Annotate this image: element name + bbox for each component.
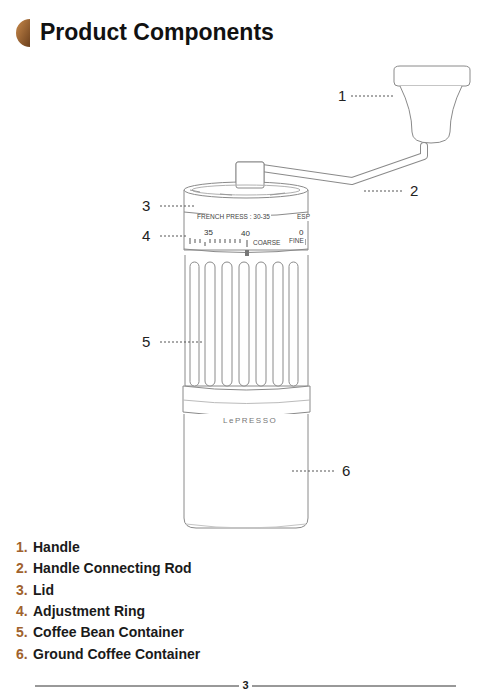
list-number: 5. bbox=[16, 625, 28, 639]
page-title: Product Components bbox=[40, 21, 274, 44]
scale-number: 0 bbox=[298, 229, 304, 237]
callout-number: 2 bbox=[410, 183, 418, 198]
callout-number: 1 bbox=[338, 88, 346, 103]
brand-logo: LePRESSO bbox=[223, 417, 277, 425]
list-number: 1. bbox=[16, 540, 28, 554]
scale-number: 40 bbox=[240, 230, 251, 238]
title-icon bbox=[16, 19, 30, 47]
scale-text: COARSE bbox=[252, 240, 281, 247]
scale-text: ESP bbox=[296, 214, 311, 221]
callout-number: 4 bbox=[142, 228, 150, 243]
list-number: 4. bbox=[16, 604, 28, 618]
list-number: 3. bbox=[16, 583, 28, 597]
part-name: Coffee Bean Container bbox=[33, 625, 184, 639]
part-name: Handle Connecting Rod bbox=[33, 561, 192, 575]
scale-text: FRENCH PRESS : 30-35 bbox=[196, 214, 271, 221]
scale-text: FINE bbox=[288, 238, 305, 245]
callout-number: 5 bbox=[142, 334, 150, 349]
part-name: Adjustment Ring bbox=[33, 604, 145, 618]
page-number: 3 bbox=[239, 680, 251, 691]
part-name: Lid bbox=[33, 583, 54, 597]
list-number: 6. bbox=[16, 647, 28, 661]
callout-number: 3 bbox=[142, 198, 150, 213]
list-number: 2. bbox=[16, 561, 28, 575]
part-name: Handle bbox=[33, 540, 80, 554]
callout-number: 6 bbox=[342, 463, 350, 478]
part-name: Ground Coffee Container bbox=[33, 647, 200, 661]
scale-number: 35 bbox=[203, 229, 214, 237]
